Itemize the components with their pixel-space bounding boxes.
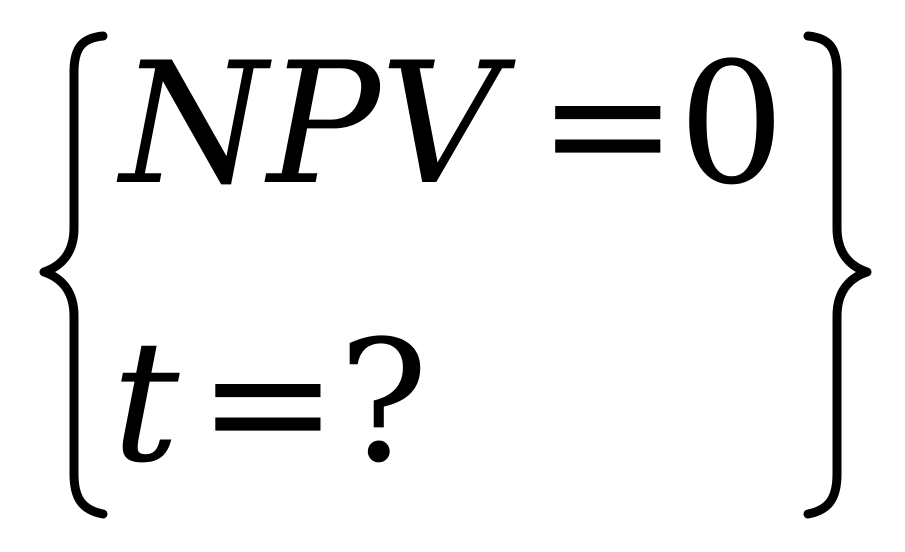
equals-sign: = (537, 26, 679, 222)
t-variable: t (112, 304, 180, 500)
equals-sign: = (197, 304, 339, 500)
right-brace (803, 31, 872, 519)
equation-row-t: t=? (112, 318, 428, 486)
equation-row-npv: NPV=0 (120, 40, 785, 208)
left-brace (39, 31, 108, 519)
npv-variable: NPV (120, 26, 502, 222)
zero-value: 0 (678, 26, 786, 222)
question-mark: ? (338, 304, 429, 500)
